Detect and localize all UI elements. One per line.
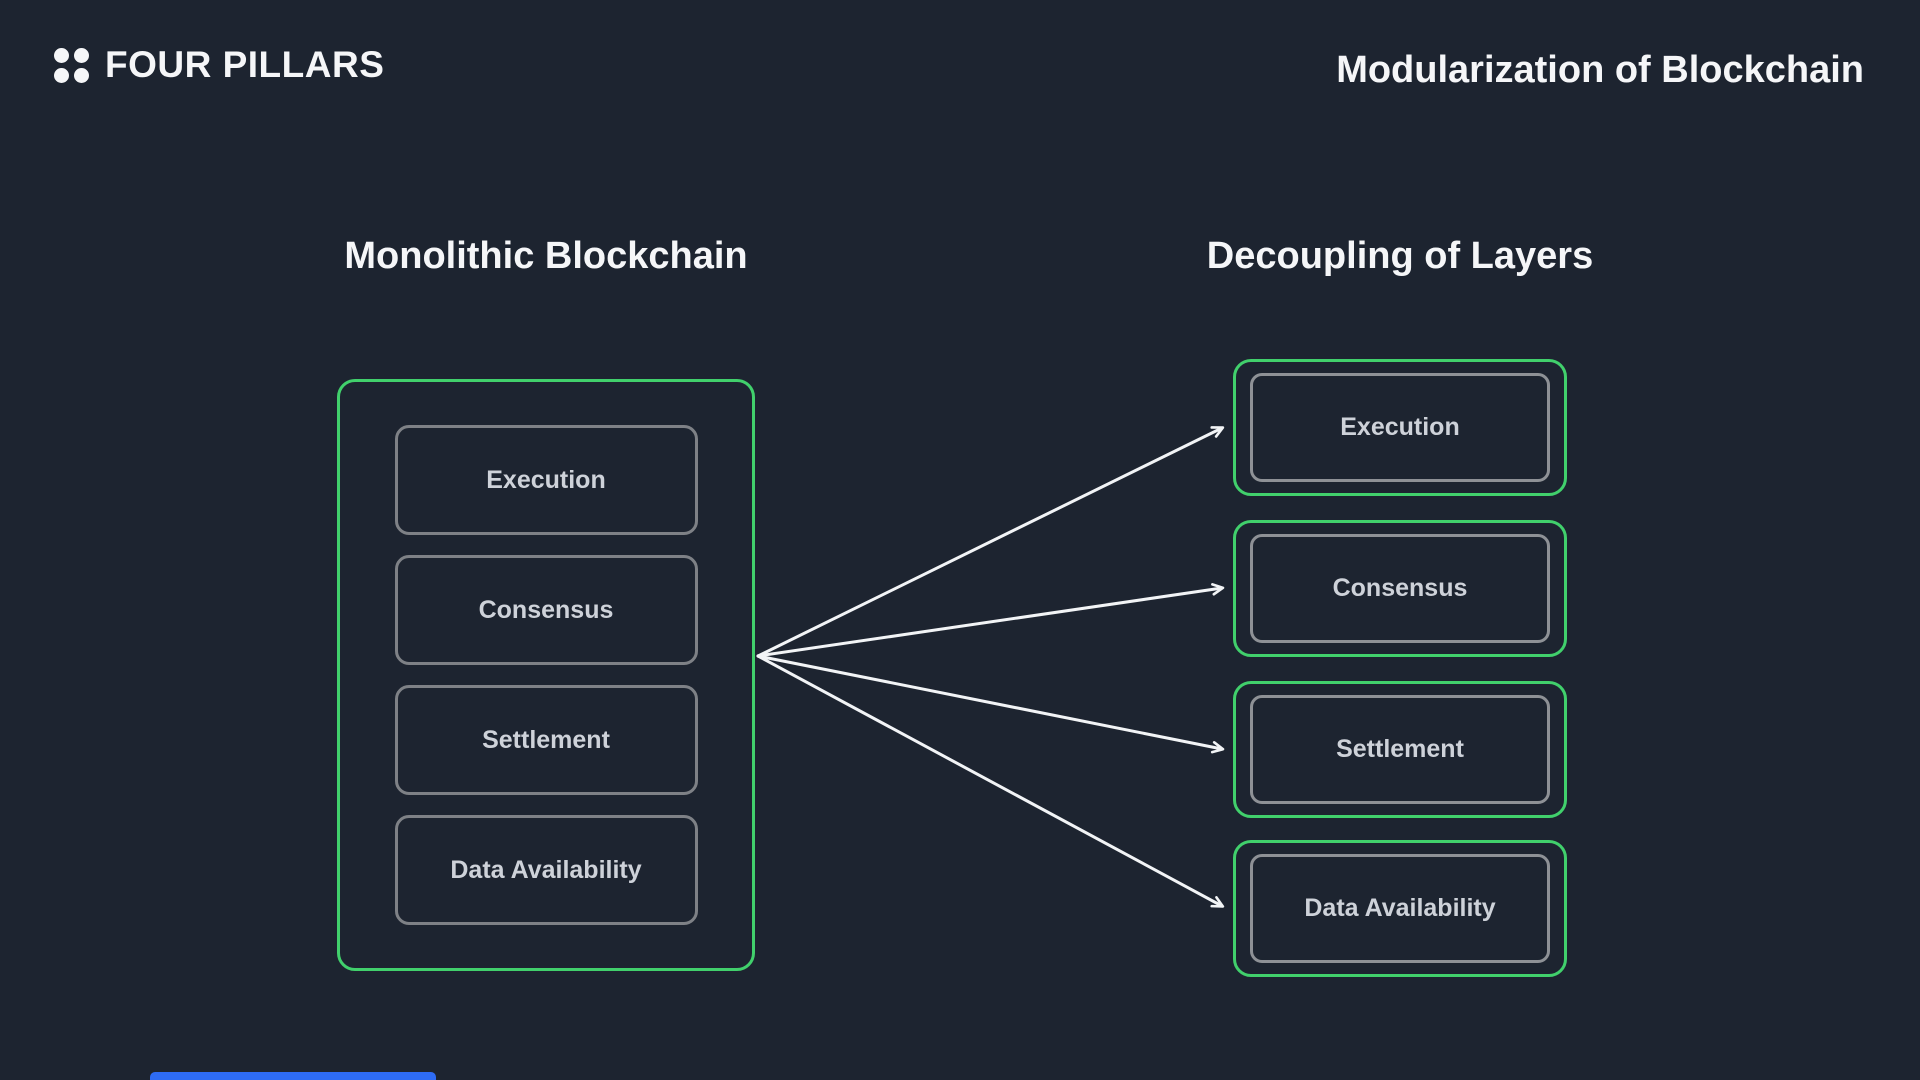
monolithic-layer-execution: Execution: [394, 425, 698, 535]
layer-label: Execution: [486, 465, 606, 494]
arrow-to-settlement: [756, 654, 1225, 754]
layer-label: Settlement: [482, 725, 610, 754]
decoupled-layer-inner: Execution: [1250, 373, 1550, 482]
decoupled-layer-data-availability: Data Availability: [1233, 840, 1567, 977]
layer-label: Settlement: [1336, 735, 1464, 763]
arrow-to-execution: [756, 426, 1225, 658]
decoupled-layer-inner: Data Availability: [1250, 854, 1550, 963]
monolithic-layer-data-availability: Data Availability: [394, 815, 698, 925]
logo-dot: [74, 67, 89, 83]
brand-name: FOUR PILLARS: [105, 44, 385, 85]
slide-title: Modularization of Blockchain: [1336, 49, 1864, 91]
monolithic-container: Execution Consensus Settlement Data Avai…: [337, 379, 755, 971]
layer-label: Data Availability: [1304, 894, 1496, 922]
logo-dot: [74, 47, 89, 63]
layer-label: Execution: [1340, 413, 1460, 441]
arrow-to-data-availability: [756, 654, 1225, 908]
logo-dot: [54, 67, 69, 83]
decoupled-layer-execution: Execution: [1233, 359, 1567, 496]
decoupled-layer-inner: Consensus: [1250, 534, 1550, 643]
decoupled-layer-settlement: Settlement: [1233, 681, 1567, 818]
decoupled-layer-inner: Settlement: [1250, 695, 1550, 804]
brand-logo: FOUR PILLARS: [54, 44, 384, 86]
monolithic-layer-consensus: Consensus: [394, 555, 698, 665]
four-dots-logo-icon: [54, 47, 89, 83]
bottom-progress-bar: [150, 1072, 436, 1080]
monolithic-layer-settlement: Settlement: [394, 685, 698, 795]
layer-label: Consensus: [478, 595, 614, 624]
modular-heading: Decoupling of Layers: [1206, 235, 1594, 277]
arrow-to-consensus: [756, 583, 1225, 658]
logo-dot: [54, 47, 69, 63]
monolithic-heading: Monolithic Blockchain: [344, 235, 748, 277]
layer-label: Data Availability: [450, 855, 642, 884]
layer-label: Consensus: [1332, 574, 1468, 602]
decoupled-layer-consensus: Consensus: [1233, 520, 1567, 657]
